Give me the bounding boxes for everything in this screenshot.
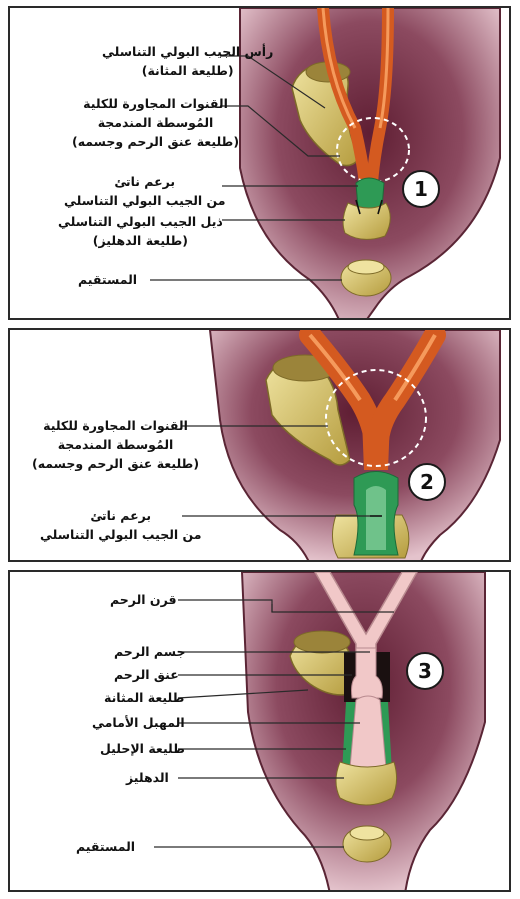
stage-number-badge-2: 2 — [408, 463, 446, 501]
anterior-vagina — [349, 695, 387, 769]
sinus-tail-shape — [342, 202, 391, 240]
fused-duct-2 — [362, 420, 390, 470]
label-rectum: المستقيم — [78, 272, 138, 287]
label-anterior-vagina: المهبل الأمامي — [92, 715, 185, 730]
label-bladder: طليعة المثانة — [104, 690, 185, 705]
label-cervix: عنق الرحم — [114, 667, 179, 682]
label-sinus-bud-2: برعم ناتئ من الجيب البولي التناسلي — [40, 508, 202, 542]
label-fused-ducts: القنوات المجاورة للكلية المُوسطة المندمج… — [72, 96, 240, 149]
stage-3-illustration — [154, 572, 486, 890]
label-uterus-body: جسم الرحم — [114, 644, 186, 659]
label-sinus-bud: برعم ناتئ من الجيب البولي التناسلي — [64, 174, 226, 208]
stage-number-badge: 1 — [402, 170, 440, 208]
label-rectum-3: المستقيم — [76, 839, 136, 854]
leader-lines-1 — [150, 55, 358, 281]
label-bladder-head: رأس الجيب البولي التناسلي (طليعة المثانة… — [102, 44, 274, 78]
label-urethra: طليعة الإحليل — [100, 741, 185, 756]
label-vestibule: الدهليز — [126, 770, 169, 785]
uterus-body — [351, 647, 383, 699]
panel-stage-2: القنوات المجاورة للكلية المُوسطة المندمج… — [8, 328, 511, 562]
stage-2-illustration — [182, 330, 501, 560]
label-fused-ducts-2: القنوات المجاورة للكلية المُوسطة المندمج… — [32, 418, 200, 471]
label-sinus-tail: ذيل الجيب البولي التناسلي (طليعة الدهليز… — [58, 214, 223, 248]
stage-1-illustration — [150, 8, 501, 318]
stage-number-badge-3: 3 — [406, 652, 444, 690]
panel-stage-1: رأس الجيب البولي التناسلي (طليعة المثانة… — [8, 6, 511, 320]
fusion-circle — [336, 117, 410, 183]
label-uterine-horn: قرن الرحم — [110, 592, 177, 607]
vestibule-shape — [335, 761, 398, 806]
leader-lines-3 — [154, 599, 394, 848]
fusion-circle-2 — [325, 369, 427, 467]
leader-lines-2 — [182, 425, 370, 517]
panel-stage-3: قرن الرحم جسم الرحم عنق الرحم طليعة المث… — [8, 570, 511, 892]
